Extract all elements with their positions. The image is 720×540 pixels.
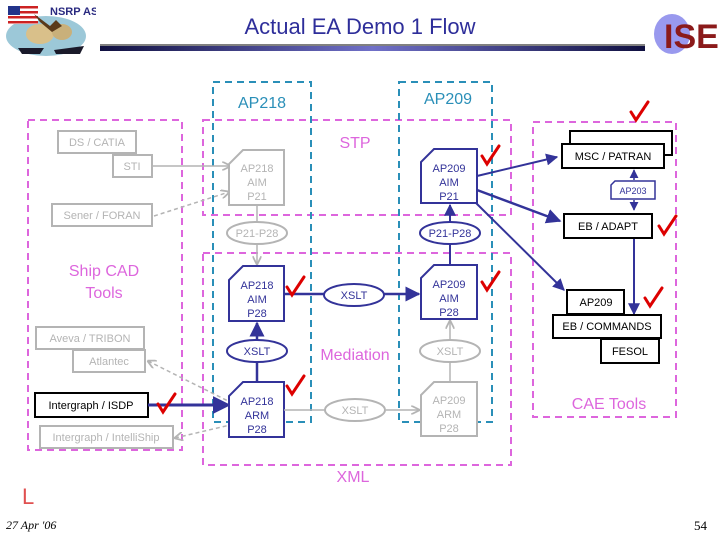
fesol-box[interactable] [600, 338, 660, 364]
node-label: AIM [247, 177, 267, 189]
ap209-to-commands-arrow [475, 202, 565, 291]
aveva-tribon-label: Aveva / TRIBON [50, 333, 131, 345]
ap209-group [398, 81, 493, 423]
ap209-aim-p28-node[interactable] [420, 264, 478, 320]
header-divider [100, 46, 645, 51]
node-label: ARM [245, 410, 269, 422]
mediation-label: Mediation [320, 347, 389, 364]
node-label: AP218 [240, 280, 273, 292]
stp-label: STP [339, 135, 370, 152]
intelliship-to-ap218-arm-arrow [175, 424, 231, 438]
node-label: P28 [247, 424, 267, 436]
ap209-aim-p21-node[interactable] [420, 148, 478, 204]
eb-adapt-label: EB / ADAPT [578, 221, 638, 233]
node-label: AIM [439, 177, 459, 189]
node-label: AP218 [240, 396, 273, 408]
node-label: AIM [439, 293, 459, 305]
checkmark-icon [643, 286, 664, 309]
xslt-left-transform[interactable] [226, 339, 288, 363]
atlantec-to-ap218-arm-arrow [148, 361, 231, 403]
ap209-arm-p28-node[interactable] [420, 381, 478, 437]
xslt-bottom-transform[interactable] [324, 398, 386, 422]
ap209-to-patran-arrow [476, 153, 559, 177]
ise-logo: ISE [654, 14, 718, 56]
sener-foran-box[interactable] [51, 203, 153, 227]
node-label: ARM [437, 409, 461, 421]
cae-tools-label: CAE Tools [572, 396, 646, 413]
xml-label: XML [337, 469, 370, 486]
checkmark-icon [629, 100, 650, 123]
us-flag-icon [8, 6, 38, 24]
logo-text: ISE [664, 18, 718, 56]
node-label: AP209 [432, 395, 465, 407]
xslt-right-transform[interactable] [419, 339, 481, 363]
xslt-label: XSLT [244, 346, 271, 358]
node-label: P21 [247, 191, 267, 203]
nsrp-ase-logo: NSRP ASE [6, 6, 96, 56]
node-label: AP209 [432, 163, 465, 175]
node-label: P28 [439, 307, 459, 319]
ap203-label: AP203 [619, 186, 646, 196]
checkmark-icon [657, 214, 678, 237]
intergraph-isdp-box[interactable] [34, 392, 149, 418]
ds-catia-box[interactable] [57, 130, 137, 154]
ap218-aim-p28-node[interactable] [228, 265, 285, 322]
checkmark-icon [156, 392, 177, 415]
ap209-label: AP209 [424, 91, 472, 108]
fesol-label: FESOL [612, 346, 648, 358]
atlantec-box[interactable] [72, 349, 146, 373]
eagle-icon [34, 14, 62, 32]
ap209-cae-box[interactable] [566, 289, 625, 315]
intergraph-intelliship-label: Intergraph / IntelliShip [52, 432, 159, 444]
node-label: AP209 [432, 279, 465, 291]
ds-catia-label: DS / CATIA [69, 137, 126, 149]
checkmark-icon [285, 374, 306, 397]
msc-patran-box[interactable] [561, 143, 665, 169]
msc-patran-label: MSC / PATRAN [575, 151, 652, 163]
page-title: Actual EA Demo 1 Flow [244, 14, 476, 39]
node-label: P28 [247, 308, 267, 320]
intergraph-isdp-label: Intergraph / ISDP [49, 400, 134, 412]
p21-p28-left-converter[interactable] [226, 221, 288, 245]
eb-commands-label: EB / COMMANDS [562, 321, 651, 333]
node-label: P28 [439, 423, 459, 435]
ap218-arm-p28-node[interactable] [228, 381, 285, 438]
ship-cad-tools-group [27, 119, 183, 451]
ship-cad-label: Ship CAD [69, 263, 139, 280]
node-label: AIM [247, 294, 267, 306]
foran-to-ap218-p21-arrow [153, 192, 229, 217]
ap218-label: AP218 [238, 95, 286, 112]
stp-group [202, 119, 512, 216]
xslt-label: XSLT [341, 290, 368, 302]
checkmark-icon [480, 270, 501, 293]
ap209-cae-label: AP209 [579, 297, 612, 309]
node-label: P21 [439, 191, 459, 203]
eb-adapt-box[interactable] [563, 213, 653, 239]
converter-label: P21-P28 [236, 228, 279, 240]
sener-foran-label: Sener / FORAN [63, 210, 140, 222]
cae-tools-group [532, 121, 677, 418]
ship-icon [18, 48, 44, 54]
checkmark-icon [285, 275, 306, 298]
page-number: 54 [694, 518, 707, 533]
node-label: AP218 [240, 163, 273, 175]
xslt-top-transform[interactable] [323, 283, 385, 307]
intergraph-intelliship-box[interactable] [39, 425, 174, 449]
xslt-label: XSLT [437, 346, 464, 358]
p21-p28-right-converter[interactable] [419, 221, 481, 245]
sti-label: STI [123, 161, 140, 173]
atlantec-label: Atlantec [89, 356, 129, 368]
ap203-node[interactable] [610, 180, 656, 200]
xml-group [202, 252, 512, 466]
ap209-to-adapt-arrow [476, 188, 562, 224]
logo-text: NSRP ASE [50, 6, 96, 18]
corner-mark: L [22, 484, 34, 509]
ship-cad-label-line2: Tools [85, 285, 122, 302]
converter-label: P21-P28 [429, 228, 472, 240]
slide-date: 27 Apr '06 [6, 518, 57, 532]
checkmark-icon [480, 144, 501, 167]
xslt-label: XSLT [342, 405, 369, 417]
